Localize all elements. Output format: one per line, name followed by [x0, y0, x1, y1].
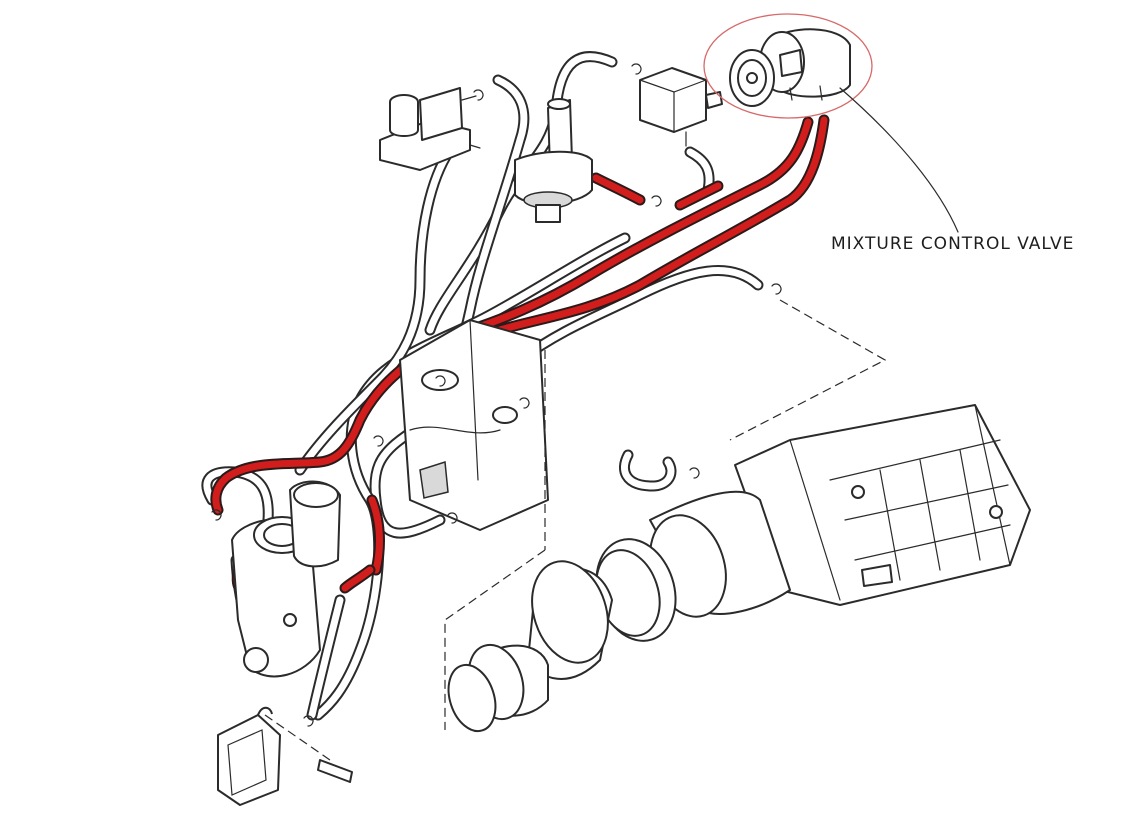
mixture-control-valve-label: MIXTURE CONTROL VALVE: [831, 234, 1075, 254]
mixture-control-valve: [729, 28, 851, 107]
reed-valve-housing: [231, 480, 341, 678]
solenoid-valve-left: [379, 87, 481, 171]
air-box: [734, 404, 1031, 606]
carburetor-assembly: [399, 319, 549, 531]
solenoid-valve-right: [639, 67, 723, 147]
throttle-fitting: [514, 98, 593, 223]
assembly-guide-lines: [264, 299, 887, 761]
pulse-valve: [217, 706, 353, 806]
callout-leader-line: [839, 87, 959, 233]
hose-clamps: [211, 63, 782, 727]
callout-circle: [703, 13, 873, 119]
intake-duct: [447, 490, 791, 733]
